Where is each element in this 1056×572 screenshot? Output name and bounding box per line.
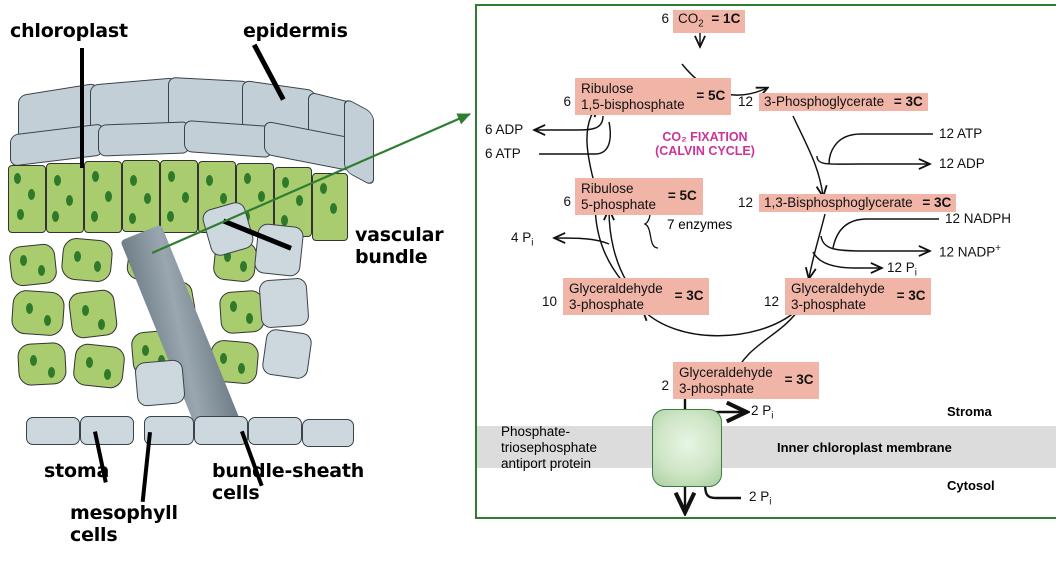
metabolite-13bpg-name: 1,3-Bisphosphoglycerate bbox=[764, 195, 913, 210]
cofactor-pi-cytosol: 2 Pi bbox=[749, 489, 772, 508]
antiport-protein-shape bbox=[652, 409, 722, 487]
palisade-row bbox=[8, 159, 358, 241]
metabolite-ru5p: Ribulose 5-phosphate = 5C bbox=[575, 178, 703, 215]
inner-chloroplast-membrane-band bbox=[477, 426, 1056, 468]
leaf-cross-section-illustration: chloroplast epidermis vascular bundle st… bbox=[0, 0, 470, 572]
label-vascular-bundle: vascular bundle bbox=[355, 224, 444, 268]
cofactor-adp-out-2: 12 ADP bbox=[939, 156, 985, 171]
metabolite-g3p-exit-name: Glyceraldehyde 3-phosphate bbox=[679, 365, 773, 396]
cofactor-atp-in: 6 ATP bbox=[485, 146, 521, 161]
metabolite-g3p-exit-carbons: = 3C bbox=[784, 372, 814, 388]
coef-co2: 6 bbox=[661, 11, 669, 26]
coef-rubp: 6 bbox=[563, 94, 571, 109]
metabolite-3pg-carbons: = 3C bbox=[893, 94, 923, 109]
metabolite-g3p-right-name: Glyceraldehyde 3-phosphate bbox=[791, 281, 885, 312]
metabolite-g3p-exit: Glyceraldehyde 3-phosphate = 3C bbox=[673, 362, 820, 399]
bundle-sheath-cell bbox=[253, 222, 305, 278]
compartment-membrane: Inner chloroplast membrane bbox=[777, 440, 952, 455]
metabolite-rubp: Ribulose 1,5-bisphosphate = 5C bbox=[575, 78, 732, 115]
annotation-antiport-protein: Phosphate- triosephosphate antiport prot… bbox=[501, 424, 597, 472]
bundle-sheath-cell bbox=[258, 277, 310, 329]
annotation-antiport-text: Phosphate- triosephosphate antiport prot… bbox=[501, 424, 598, 471]
metabolite-g3p-left-name: Glyceraldehyde 3-phosphate bbox=[569, 281, 663, 312]
label-bundle-sheath-cells: bundle-sheath cells bbox=[212, 460, 364, 504]
cofactor-nadph-in: 12 NADPH bbox=[945, 211, 1012, 226]
lower-epidermis bbox=[26, 413, 356, 449]
coef-3pg: 12 bbox=[737, 94, 753, 109]
metabolite-rubp-name: Ribulose 1,5-bisphosphate bbox=[581, 81, 685, 112]
label-chloroplast: chloroplast bbox=[10, 20, 128, 42]
calvin-cycle-title-line2: (CALVIN CYCLE) bbox=[655, 144, 755, 158]
epidermis-front bbox=[184, 119, 272, 159]
compartment-stroma: Stroma bbox=[947, 404, 992, 419]
bundle-sheath-cell bbox=[134, 358, 186, 408]
label-epidermis: epidermis bbox=[243, 20, 348, 42]
metabolite-co2: CO2 = 1C bbox=[673, 10, 746, 34]
calvin-cycle-panel: 6 CO2 = 1C 6 Ribulose 1,5-bisphosphate =… bbox=[475, 4, 1056, 519]
label-bundle-sheath-text: bundle-sheath cells bbox=[212, 460, 365, 504]
coef-g3p-right: 12 bbox=[763, 294, 779, 309]
compartment-cytosol: Cytosol bbox=[947, 478, 995, 493]
calvin-cycle-title-line1: CO₂ FIXATION bbox=[662, 130, 748, 144]
bundle-sheath-cell bbox=[261, 328, 313, 380]
cofactor-pi-out-4: 4 Pi bbox=[511, 230, 534, 249]
metabolite-3pg: 3-Phosphoglycerate = 3C bbox=[759, 93, 928, 111]
label-mesophyll-cells: mesophyll cells bbox=[70, 502, 178, 546]
metabolite-ru5p-carbons: = 5C bbox=[667, 188, 697, 204]
coef-g3p-left: 10 bbox=[541, 294, 557, 309]
label-mesophyll-text: mesophyll cells bbox=[70, 502, 178, 546]
cofactor-adp-out: 6 ADP bbox=[485, 122, 524, 137]
cofactor-pi-stroma: 2 Pi bbox=[751, 403, 774, 422]
metabolite-13bpg-carbons: = 3C bbox=[922, 195, 952, 210]
metabolite-g3p-left-carbons: = 3C bbox=[674, 288, 704, 304]
metabolite-ru5p-name: Ribulose 5-phosphate bbox=[581, 181, 657, 212]
metabolite-co2-carbons: = 1C bbox=[711, 11, 741, 26]
annotation-7-enzymes: 7 enzymes bbox=[667, 217, 733, 232]
cofactor-pi-out-12: 12 Pi bbox=[887, 260, 917, 279]
metabolite-co2-name: CO2 bbox=[678, 11, 704, 30]
metabolite-g3p-right-carbons: = 3C bbox=[896, 288, 926, 304]
metabolite-g3p-right: Glyceraldehyde 3-phosphate = 3C bbox=[785, 278, 932, 315]
metabolite-13bpg: 1,3-Bisphosphoglycerate = 3C bbox=[759, 194, 957, 212]
coef-13bpg: 12 bbox=[737, 195, 753, 210]
label-stoma: stoma bbox=[44, 460, 110, 482]
metabolite-g3p-left: Glyceraldehyde 3-phosphate = 3C bbox=[563, 278, 710, 315]
calvin-cycle-title: CO₂ FIXATION (CALVIN CYCLE) bbox=[645, 130, 765, 158]
epidermis-front bbox=[98, 121, 190, 157]
leader-line-chloroplast bbox=[80, 48, 84, 168]
leaf-drawing bbox=[8, 75, 408, 455]
metabolite-rubp-carbons: = 5C bbox=[696, 88, 726, 104]
cofactor-atp-in-2: 12 ATP bbox=[939, 126, 983, 141]
label-vascular-bundle-text: vascular bundle bbox=[355, 224, 444, 268]
metabolite-3pg-name: 3-Phosphoglycerate bbox=[764, 94, 885, 109]
cofactor-nadp-out: 12 NADP+ bbox=[939, 243, 1001, 260]
coef-g3p-exit: 2 bbox=[661, 378, 669, 393]
coef-ru5p: 6 bbox=[563, 194, 571, 209]
